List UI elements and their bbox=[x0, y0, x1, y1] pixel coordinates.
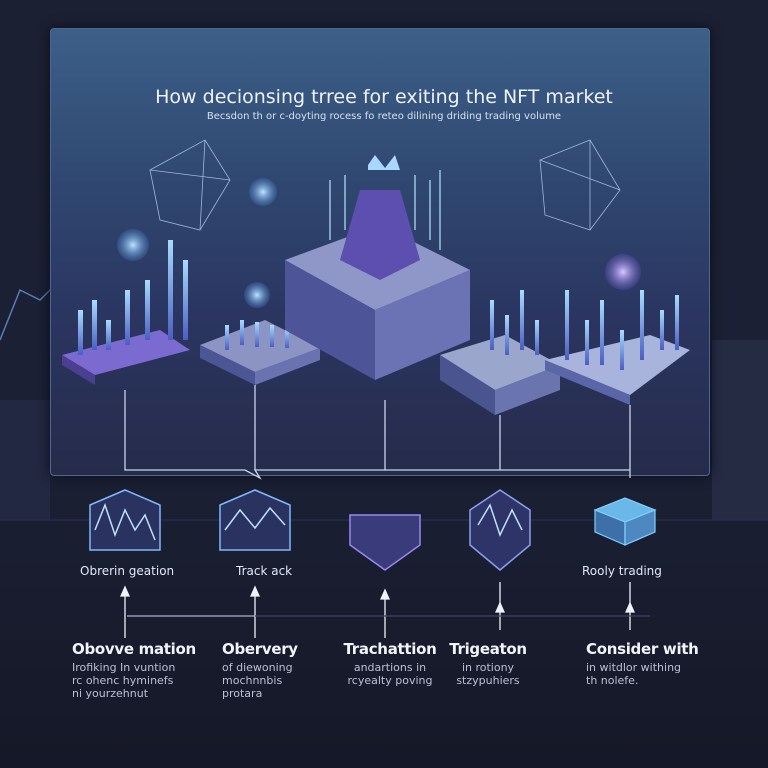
node-cube bbox=[593, 497, 657, 546]
step-text: rcyealty poving bbox=[347, 674, 433, 687]
node-hexagon bbox=[219, 489, 291, 551]
step-column: Obervery of diewoning mochnnbis protara bbox=[222, 640, 382, 700]
step-text: rc ohenc hyminefs bbox=[72, 674, 174, 687]
step-heading: Trachattion bbox=[343, 640, 437, 658]
node-label: Obrerin geation bbox=[80, 564, 175, 578]
node-diamond bbox=[349, 514, 421, 571]
node-hexagon bbox=[469, 489, 531, 571]
step-text: mochnnbis bbox=[222, 674, 283, 687]
network-graph-left bbox=[149, 139, 231, 231]
orb bbox=[244, 282, 270, 308]
node-label: Rooly trading bbox=[582, 564, 662, 578]
step-heading: Trigeaton bbox=[449, 640, 527, 658]
step-text: andartions in bbox=[353, 661, 427, 674]
step-column: Trigeaton in rotiony stzypuhiers bbox=[428, 640, 548, 687]
bar-platform-left bbox=[62, 240, 190, 385]
node-label: Track ack bbox=[236, 564, 293, 578]
tree-connectors bbox=[124, 385, 631, 480]
arrows bbox=[119, 582, 650, 638]
bar-platform-mid-right bbox=[440, 290, 560, 415]
page-subtitle: Becsdon th or c-doyting rocess fo reteo … bbox=[206, 111, 562, 122]
central-tower-platform bbox=[285, 155, 470, 380]
step-heading: Obervery bbox=[222, 640, 298, 658]
step-text: ni yourzehnut bbox=[72, 687, 149, 700]
orb bbox=[249, 178, 277, 206]
node-hexagon bbox=[89, 489, 161, 551]
step-heading: Consider with bbox=[586, 640, 699, 658]
orb bbox=[117, 229, 149, 261]
orb bbox=[605, 254, 641, 290]
step-column: Consider with in witdlor withing th nole… bbox=[586, 640, 766, 687]
step-column: Obovve mation Irofiking In vuntion rc oh… bbox=[72, 640, 232, 700]
bar-platform-mid-left bbox=[200, 320, 320, 385]
page-title: How decionsing trree for exiting the NFT… bbox=[155, 86, 613, 108]
step-text: in witdlor withing bbox=[586, 661, 682, 674]
step-text: in rotiony bbox=[461, 661, 515, 674]
step-text: of diewoning bbox=[222, 661, 293, 674]
step-text: th nolefe. bbox=[586, 674, 639, 687]
step-heading: Obovve mation bbox=[72, 640, 196, 658]
bar-platform-right bbox=[545, 290, 690, 405]
step-text: Irofiking In vuntion bbox=[72, 661, 176, 674]
step-column: Trachattion andartions in rcyealty povin… bbox=[310, 640, 470, 687]
step-text: stzypuhiers bbox=[456, 674, 520, 687]
network-graph-right bbox=[539, 139, 621, 231]
step-text: protara bbox=[222, 687, 263, 700]
